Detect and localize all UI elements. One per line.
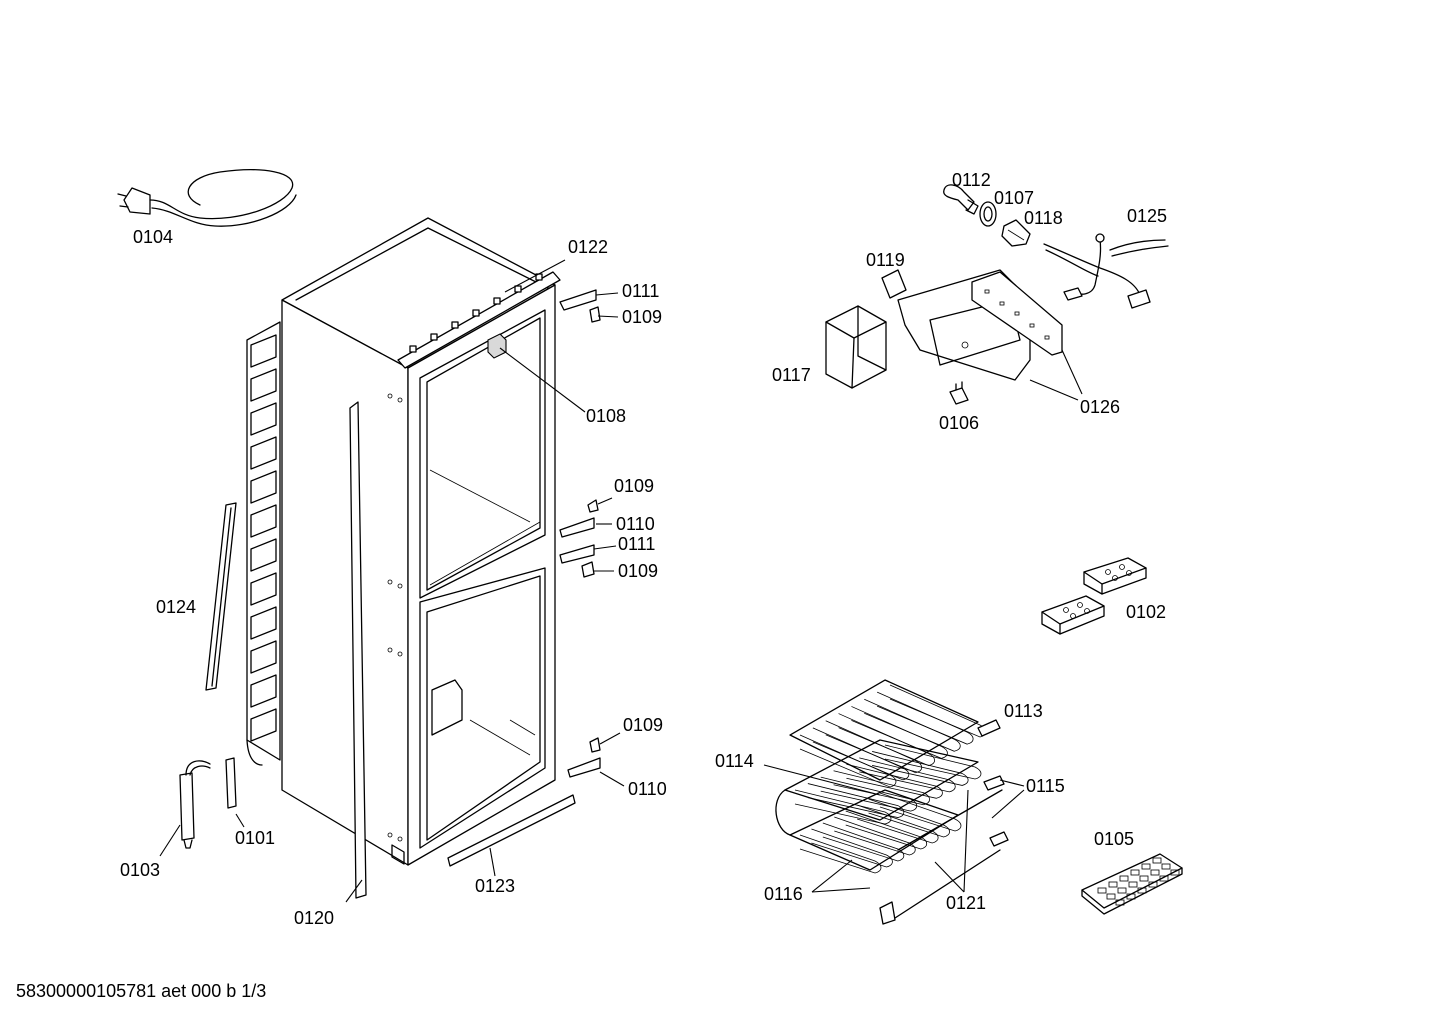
callout-0104: 0104 (133, 227, 173, 247)
callout-0121: 0121 (946, 893, 986, 913)
part-ice-packs (1041, 557, 1147, 635)
callout-0116: 0116 (764, 884, 803, 904)
callout-0107: 0107 (994, 188, 1034, 208)
part-strip-0120 (349, 401, 367, 899)
part-hinges (559, 289, 601, 778)
callout-0122: 0122 (568, 237, 608, 257)
callout-0109: 0109 (623, 715, 663, 735)
callout-0111: 0111 (622, 281, 659, 301)
callout-0103: 0103 (120, 860, 160, 880)
part-strip-0124 (205, 502, 237, 691)
callout-0118: 0118 (1024, 208, 1063, 228)
callout-0115: 0115 (1026, 776, 1065, 796)
document-id-footer: 58300000105781 aet 000 b 1/3 (16, 981, 266, 1001)
callout-0109: 0109 (622, 307, 662, 327)
part-lamp-assembly (825, 184, 1169, 405)
callout-0101: 0101 (235, 828, 275, 848)
callout-0125: 0125 (1127, 206, 1167, 226)
callout-0123: 0123 (475, 876, 515, 896)
callout-labels: 0104 0122 0111 0109 0108 0109 0110 0111 … (120, 170, 1167, 928)
part-thermostat-probe (179, 757, 237, 849)
callout-0108: 0108 (586, 406, 626, 426)
callout-0113: 0113 (1004, 701, 1043, 721)
part-power-cord (117, 169, 297, 227)
callout-0120: 0120 (294, 908, 334, 928)
callout-0124: 0124 (156, 597, 196, 617)
callout-0102: 0102 (1126, 602, 1166, 622)
leader-lines (159, 259, 1083, 903)
callout-0110: 0110 (616, 514, 655, 534)
part-ice-tray (1081, 853, 1183, 915)
callout-0109: 0109 (618, 561, 658, 581)
callout-0106: 0106 (939, 413, 979, 433)
callout-0112: 0112 (952, 170, 991, 190)
callout-0117: 0117 (772, 365, 811, 385)
part-condenser-back (246, 321, 281, 766)
callout-0119: 0119 (866, 250, 905, 270)
callout-0105: 0105 (1094, 829, 1134, 849)
part-strip-0123 (447, 794, 576, 867)
part-wire-shelves (775, 679, 1009, 925)
part-cabinet (281, 217, 561, 866)
callout-0111: 0111 (618, 534, 655, 554)
callout-0109: 0109 (614, 476, 654, 496)
callout-0114: 0114 (715, 751, 754, 771)
callout-0126: 0126 (1080, 397, 1120, 417)
callout-0110: 0110 (628, 779, 667, 799)
